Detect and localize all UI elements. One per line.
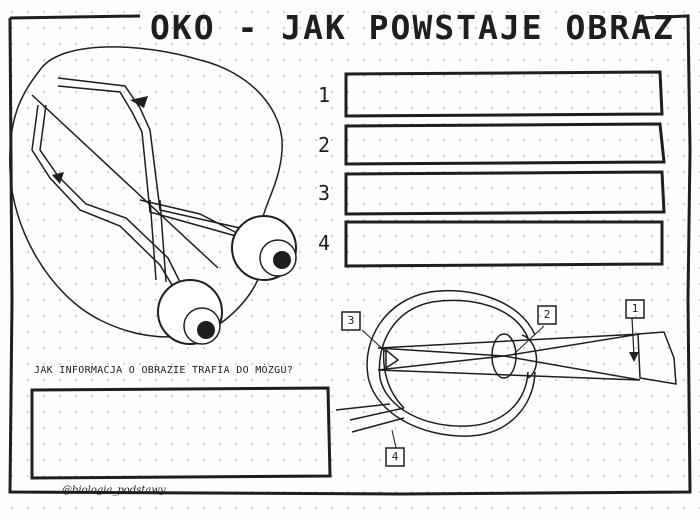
step-number-4: 4 xyxy=(318,231,331,255)
eye-label-4: 4 xyxy=(391,450,399,463)
question-label: JAK INFORMACJA O OBRAZIE TRAFIA DO MÓZGU… xyxy=(34,365,294,376)
optic-chiasm xyxy=(139,199,236,283)
question-answer-field[interactable] xyxy=(36,393,326,475)
step-number-3: 3 xyxy=(318,181,331,205)
eye-cross-section xyxy=(335,289,641,437)
brain-outline xyxy=(9,46,283,338)
author-credit: @biologia_podstawy xyxy=(62,485,166,496)
answer-box-outline-1 xyxy=(344,70,664,118)
answer-field-4[interactable] xyxy=(350,226,656,263)
page-frame xyxy=(8,14,692,496)
eye-label-1: 1 xyxy=(631,302,639,315)
step-number-2: 2 xyxy=(318,133,331,157)
label-square-1 xyxy=(625,299,645,319)
step-number-1: 1 xyxy=(318,83,331,107)
answer-field-2[interactable] xyxy=(350,128,656,161)
page-title: OKO - JAK POWSTAJE OBRAZ ? xyxy=(150,8,700,47)
answer-box-outline-2 xyxy=(344,122,666,166)
answer-box-outline-3 xyxy=(344,170,666,216)
eye-label-3: 3 xyxy=(347,314,355,327)
answer-box-outline-4 xyxy=(344,220,664,268)
answer-field-3[interactable] xyxy=(350,177,656,211)
answer-field-1[interactable] xyxy=(350,77,656,113)
eyeball-right xyxy=(231,215,297,281)
optic-tract-right xyxy=(57,77,241,237)
eye-label-2: 2 xyxy=(543,308,551,321)
question-answer-box xyxy=(30,386,332,480)
object-triangle xyxy=(637,331,677,385)
optic-tract-left xyxy=(31,104,184,291)
label-square-3 xyxy=(341,311,361,331)
eyeball-left xyxy=(157,279,223,345)
label-square-2 xyxy=(537,305,557,325)
label-square-4 xyxy=(385,447,405,467)
